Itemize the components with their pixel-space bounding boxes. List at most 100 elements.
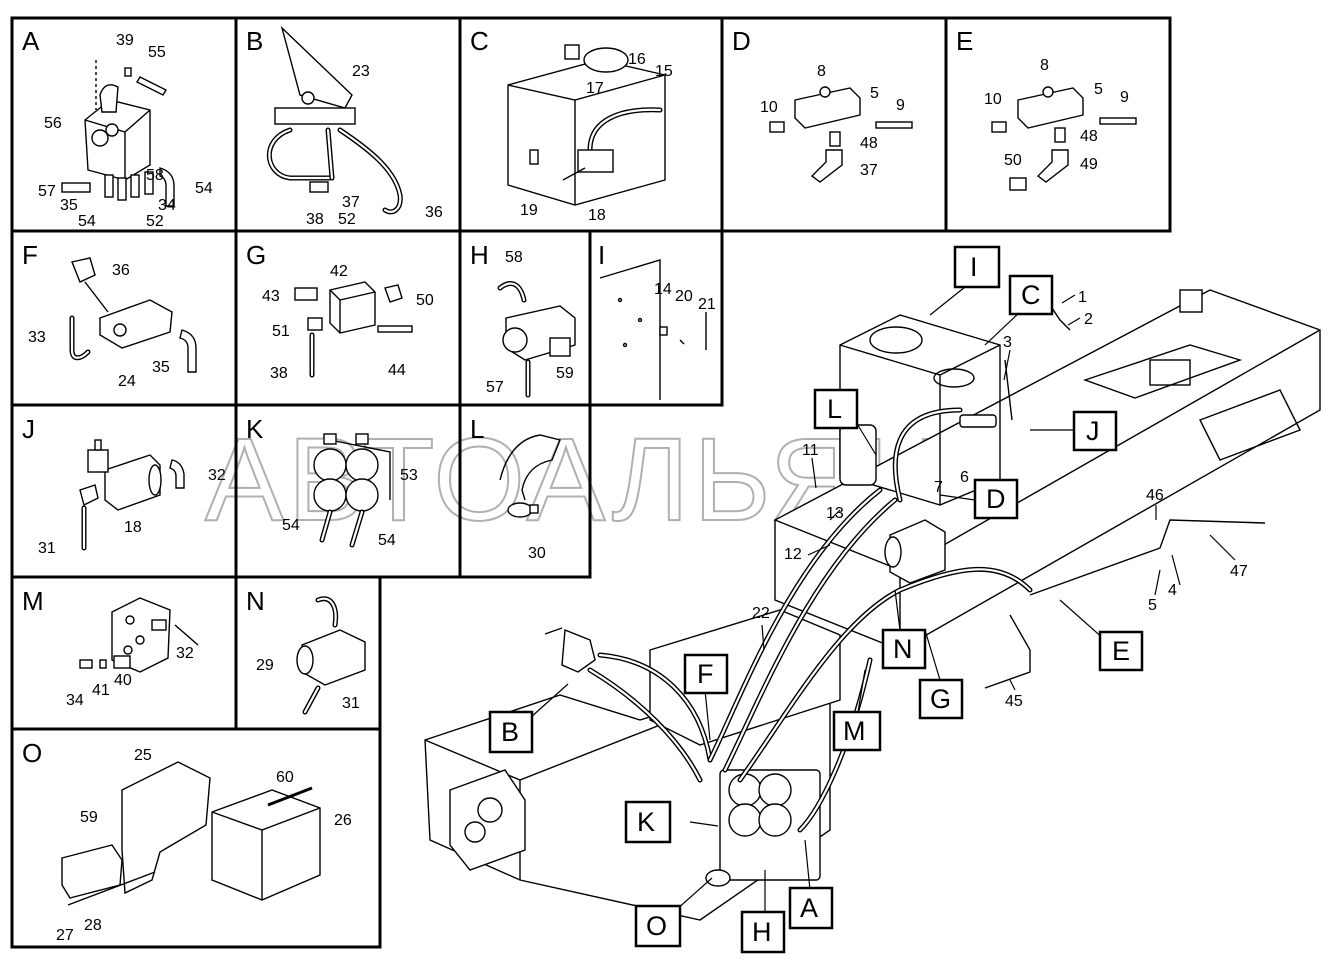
panel-c-letter: C <box>470 26 489 56</box>
panel-a: A 39 55 56 58 57 54 35 34 54 52 <box>22 26 213 230</box>
main-view-part: 46 <box>1146 487 1164 504</box>
panel-h-letter: H <box>470 240 489 270</box>
panel-o-part: 27 <box>56 927 74 944</box>
callout-n: N <box>893 634 913 664</box>
panel-e-part: 8 <box>1040 57 1049 74</box>
panel-a-letter: A <box>22 26 40 56</box>
panel-i: I 14 20 21 <box>598 240 716 400</box>
panel-c-part: 15 <box>655 63 673 80</box>
panel-g: G 42 43 50 51 38 44 <box>246 240 434 382</box>
panel-e: E 8 5 9 10 48 50 49 <box>956 26 1137 191</box>
panel-a-part: 58 <box>146 167 164 184</box>
panel-e-part: 10 <box>984 91 1002 108</box>
main-assembly-view: 1 2 3 11 7 6 13 12 22 46 4 5 47 45 <box>424 286 1321 921</box>
panel-frames <box>10 16 1172 949</box>
panel-k-part: 54 <box>282 517 300 534</box>
panel-d-part: 48 <box>860 135 878 152</box>
main-view-part: 3 <box>1003 334 1012 351</box>
callout-a: A <box>800 893 818 923</box>
panel-i-part: 14 <box>654 281 672 298</box>
main-view-part: 2 <box>1084 311 1093 328</box>
panel-e-part: 5 <box>1094 81 1103 98</box>
panel-a-part: 54 <box>78 213 96 230</box>
panel-h-part: 58 <box>505 249 523 266</box>
panel-m-part: 41 <box>92 682 110 699</box>
main-view-part: 12 <box>784 546 802 563</box>
panel-o-part: 59 <box>80 809 98 826</box>
callout-j: J <box>1086 416 1100 446</box>
callout-k: K <box>637 807 655 837</box>
panel-g-part: 38 <box>270 365 288 382</box>
panel-l-letter: L <box>470 414 484 444</box>
panel-j: J 32 18 31 <box>22 414 226 557</box>
main-view-part: 11 <box>802 442 819 459</box>
panel-k-part: 54 <box>378 532 396 549</box>
panel-e-part: 50 <box>1004 152 1022 169</box>
callout-e: E <box>1112 636 1130 666</box>
panel-o-part: 60 <box>276 769 294 786</box>
panel-h-part: 57 <box>486 379 504 396</box>
main-view-part: 5 <box>1148 597 1157 614</box>
panel-h-part: 59 <box>556 365 574 382</box>
panel-b-part: 37 <box>342 194 360 211</box>
panel-d-part: 10 <box>760 99 778 116</box>
panel-o-part: 25 <box>134 747 152 764</box>
panel-d-part: 5 <box>870 85 879 102</box>
panel-g-part: 44 <box>388 362 406 379</box>
panel-k-part: 53 <box>400 467 418 484</box>
panel-o-part: 26 <box>334 812 352 829</box>
panel-j-letter: J <box>22 414 35 444</box>
panel-a-part: 57 <box>38 183 56 200</box>
panel-c-part: 18 <box>588 207 606 224</box>
callout-g: G <box>930 684 951 714</box>
panel-b-part: 38 <box>306 211 324 228</box>
panel-i-letter: I <box>598 240 605 270</box>
panel-j-part: 31 <box>38 540 56 557</box>
panel-i-part: 20 <box>675 288 693 305</box>
panel-g-part: 50 <box>416 292 434 309</box>
panel-n-part: 29 <box>256 657 274 674</box>
panel-f-part: 24 <box>118 373 136 390</box>
panel-e-part: 9 <box>1120 89 1129 106</box>
panel-h: H 58 57 59 <box>470 240 576 398</box>
main-view-part: 6 <box>960 469 969 486</box>
panel-j-part: 32 <box>208 467 226 484</box>
panel-i-part: 21 <box>698 296 716 313</box>
panel-a-part: 52 <box>146 213 164 230</box>
panel-b-letter: B <box>246 26 263 56</box>
main-view-part: 22 <box>752 605 770 622</box>
panel-m-part: 34 <box>66 692 84 709</box>
panel-a-part: 39 <box>116 32 134 49</box>
panel-a-part: 55 <box>148 44 166 61</box>
panel-c-part: 17 <box>586 80 604 97</box>
main-view-part: 13 <box>826 505 844 522</box>
panel-a-part: 35 <box>60 197 78 214</box>
main-view-part: 7 <box>934 479 943 496</box>
panel-f-part: 33 <box>28 329 46 346</box>
callout-i: I <box>970 252 978 282</box>
panel-m-part: 40 <box>114 672 132 689</box>
panel-a-part: 34 <box>158 197 176 214</box>
callout-m: M <box>843 716 866 746</box>
callout-f: F <box>697 659 714 689</box>
panel-l: L 30 <box>470 414 561 562</box>
panel-o-part: 28 <box>84 917 102 934</box>
panel-g-part: 51 <box>272 323 290 340</box>
panel-f-letter: F <box>22 240 38 270</box>
panel-k: K 53 54 54 <box>246 414 418 549</box>
panel-d-part: 37 <box>860 162 878 179</box>
panel-m-part: 32 <box>176 645 194 662</box>
main-view-part: 1 <box>1078 289 1087 306</box>
panel-m: M 32 34 41 40 <box>22 586 199 709</box>
main-view-part: 4 <box>1168 582 1177 599</box>
panel-o: O 25 60 26 59 27 28 <box>22 738 352 944</box>
panel-e-part: 49 <box>1080 156 1098 173</box>
panel-a-part: 54 <box>195 180 213 197</box>
panel-b-part: 23 <box>352 63 370 80</box>
panel-l-part: 30 <box>528 545 546 562</box>
panel-c-part: 16 <box>628 51 646 68</box>
panel-n-letter: N <box>246 586 265 616</box>
panel-b: B 23 37 38 52 36 <box>246 25 443 228</box>
panel-d: D 8 5 9 10 48 37 <box>732 26 913 183</box>
